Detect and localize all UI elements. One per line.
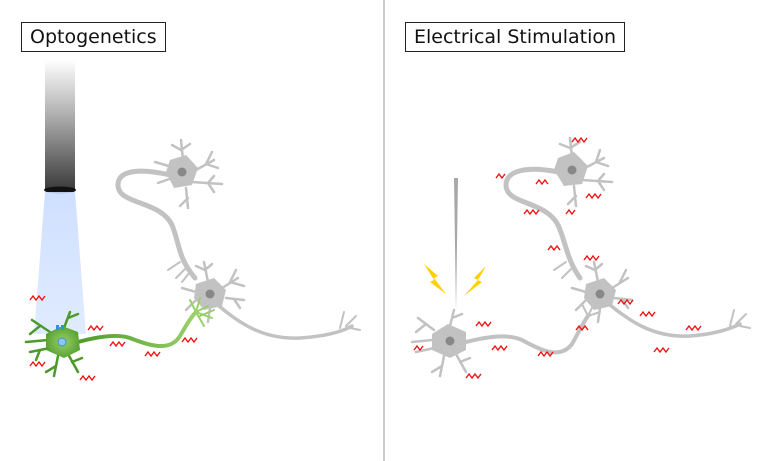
neuron-icon	[115, 138, 224, 283]
electrical-stimulation-panel	[410, 136, 751, 380]
panel-title-electrical-stimulation: Electrical Stimulation	[405, 22, 626, 52]
neuron-icon	[410, 303, 601, 378]
panel-title-optogenetics: Optogenetics	[21, 22, 166, 52]
spark-icon	[464, 266, 486, 296]
electrode-icon	[454, 178, 458, 312]
activity-wave-icon	[29, 294, 198, 382]
activity-wave-icon	[413, 136, 702, 380]
light-beam-icon	[34, 192, 86, 334]
opsin-channel	[56, 325, 64, 330]
optogenetics-panel	[24, 60, 361, 382]
light-source-icon	[44, 60, 76, 194]
neuron-icon	[180, 260, 361, 340]
spark-icon	[424, 264, 446, 294]
neuron-icon	[570, 260, 751, 338]
neuron-icon	[503, 136, 614, 281]
activated-neuron	[24, 297, 215, 378]
